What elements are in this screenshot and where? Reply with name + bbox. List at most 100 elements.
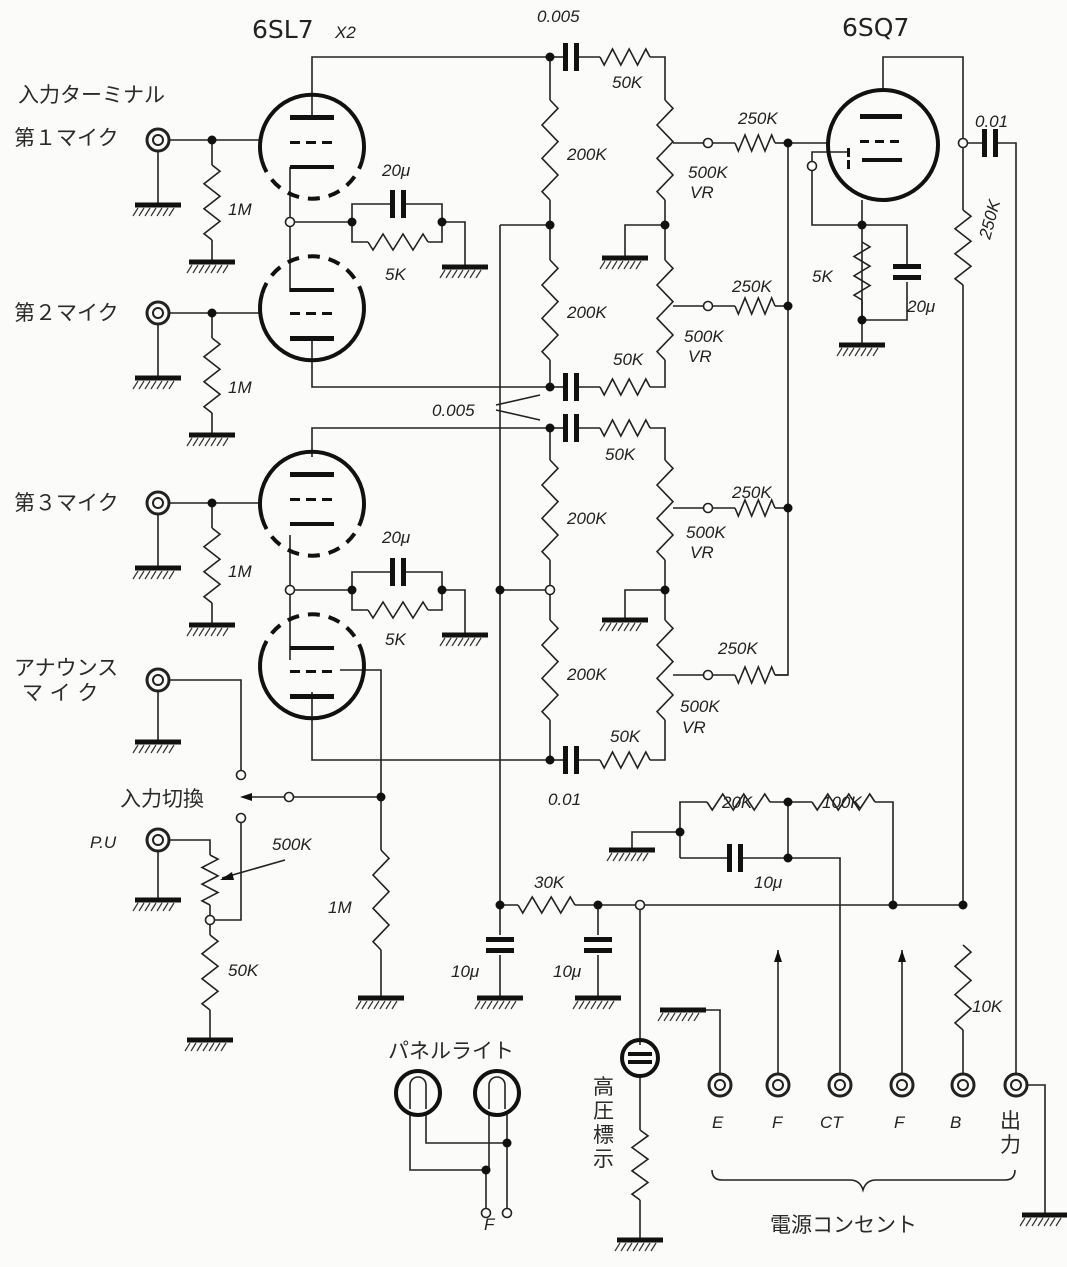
r-mix-250k (734, 497, 776, 519)
c-coupling-0005 (563, 43, 579, 71)
ground-hatch (599, 622, 606, 632)
lamp-envelope (473, 1069, 521, 1117)
ground-symbol (132, 739, 181, 754)
capacitor-plate (401, 558, 406, 586)
tube-cathode (290, 522, 334, 526)
r-plate-200k (540, 619, 560, 721)
ground-symbol (836, 342, 885, 357)
capacitor-plate (401, 190, 406, 218)
ground-hatch (216, 264, 223, 274)
capacitor-plate (390, 558, 395, 586)
c-cathode-1-label: 20μ (381, 161, 411, 180)
ground-hatch (216, 627, 223, 637)
pu-r-label: 50K (228, 961, 259, 980)
wire (406, 571, 443, 590)
junction-dot (783, 797, 793, 807)
svg-text:標: 標 (593, 1123, 614, 1147)
ground-hatch (463, 637, 470, 647)
ground-hatch (439, 637, 446, 647)
tube-envelope (258, 293, 366, 363)
ground-hatch (872, 347, 879, 357)
pin-e-jack (707, 1072, 733, 1098)
capacitor-plate (893, 275, 921, 280)
ground-hatch (132, 902, 139, 912)
jack-center (1010, 1079, 1022, 1091)
pu-vr-label: 500K (272, 835, 312, 854)
tube-cathode (290, 288, 334, 292)
ground-hatch (1031, 1217, 1038, 1227)
terminal-dot (806, 160, 818, 172)
diode-plate (847, 148, 850, 157)
tube-grid (290, 670, 300, 673)
out-c-cathode-label: 20μ (906, 297, 936, 316)
ground-hatch (168, 570, 175, 580)
ground-hatch (657, 1012, 664, 1022)
ground-hatch (156, 207, 163, 217)
r-plate-1-label: 200K (566, 145, 607, 164)
input-tube-label: 6SL7 (252, 15, 314, 44)
ground-hatch (355, 1000, 362, 1010)
ground-hatch (608, 1000, 615, 1010)
vr-1-suffix: VR (690, 183, 714, 202)
tube-grid (890, 140, 899, 143)
ground-hatch (445, 637, 452, 647)
wire (862, 224, 908, 268)
wire (425, 1113, 507, 1144)
ground-hatch (208, 1042, 215, 1052)
ground-hatch (138, 380, 145, 390)
terminal-dot (544, 584, 556, 596)
r-100k (811, 792, 876, 812)
ground-hatch (150, 380, 157, 390)
ground-hatch (617, 260, 624, 270)
wire (442, 589, 466, 635)
jack-ring (827, 1072, 853, 1098)
ground-hatch (451, 637, 458, 647)
c-output-001 (982, 129, 998, 157)
junction-dot (437, 585, 447, 595)
ground-symbol (186, 432, 235, 447)
svg-text:力: 力 (1000, 1133, 1021, 1157)
ground-hatch (644, 1242, 651, 1252)
svg-text:圧: 圧 (593, 1099, 614, 1123)
terminal-dot (235, 769, 247, 781)
ground-hatch (192, 627, 199, 637)
r-plate-3-label: 200K (566, 509, 607, 528)
wire (882, 56, 964, 143)
tube-grid (290, 312, 300, 315)
ground-hatch (635, 260, 642, 270)
wire (169, 839, 211, 855)
capacitor-plate (563, 373, 568, 401)
heater-f-label: F (484, 1215, 496, 1234)
r-grid-ann-1m (371, 849, 391, 951)
jack-ring (145, 827, 171, 853)
vr-3-suffix: VR (690, 543, 714, 562)
ground-hatch (196, 1042, 203, 1052)
ground-hatch (854, 347, 861, 357)
terminal-dot (702, 137, 714, 149)
r-cathode-5k (367, 232, 429, 252)
capacitor-plate (563, 43, 568, 71)
ground-hatch (669, 1012, 676, 1022)
ground-hatch (469, 269, 476, 279)
ground-hatch (632, 1242, 639, 1252)
ground-hatch (204, 627, 211, 637)
ground-symbol (1019, 1212, 1067, 1227)
capacitor-plate (727, 844, 732, 872)
ground-hatch (204, 437, 211, 447)
ground-hatch (836, 347, 843, 357)
tube-cathode (290, 165, 334, 169)
svg-text:示: 示 (593, 1147, 614, 1171)
jack-ring (145, 667, 171, 693)
ground-hatch (504, 1000, 511, 1010)
c-filter-10u (584, 937, 612, 953)
r-series-50k (599, 377, 651, 397)
ground-hatch (693, 1012, 700, 1022)
r-grid-ann-label: 1M (328, 898, 352, 917)
wire (351, 203, 390, 222)
input-switch-label: 入力切換 (120, 787, 204, 811)
volume-500k-vr (655, 259, 675, 361)
c-10u-a-label: 10μ (451, 962, 480, 981)
tube-grid (322, 498, 332, 501)
r-mix-250k (734, 132, 776, 154)
ground-hatch (132, 570, 139, 580)
